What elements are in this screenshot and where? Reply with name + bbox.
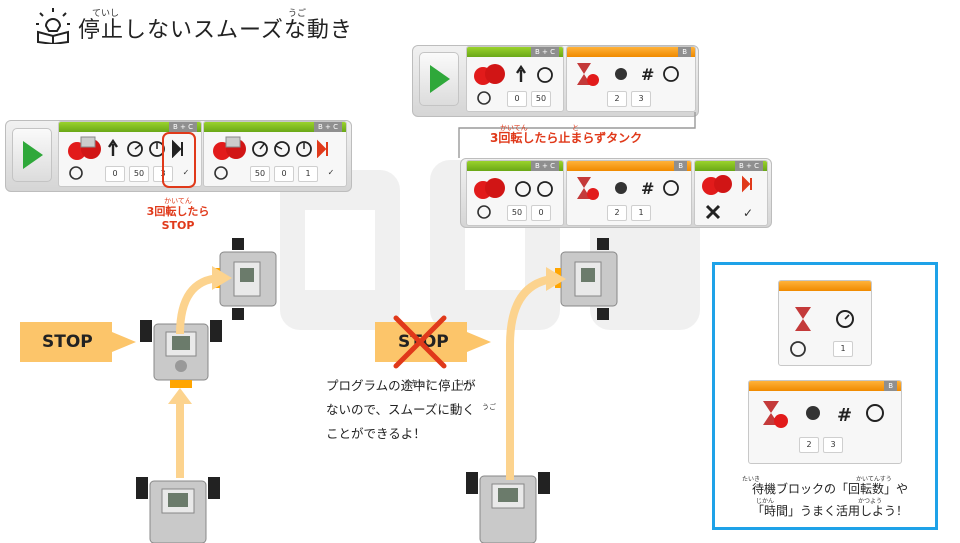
wait-rotation-block-2[interactable]: B # 2 1 <box>566 160 692 226</box>
stop-block-icons: ✓ <box>702 175 753 220</box>
brake-highlight-circle <box>162 132 196 188</box>
timer-mode-icon <box>790 341 806 357</box>
stop-move-block[interactable]: B + C ✓ <box>694 160 768 226</box>
wait-block-icons: # <box>577 63 679 86</box>
mode-rotations-icon <box>214 166 228 180</box>
start-block-right[interactable] <box>419 52 459 106</box>
mode-rotations-icon <box>69 166 83 180</box>
middle-explanation: とちゅう ていし うご プログラムの途中に停止が ないので、スムーズに動く こと… <box>326 378 496 441</box>
ruby-taiki: たいき <box>742 476 761 483</box>
compare-type-value[interactable]: 2 <box>607 205 627 221</box>
port-label: B + C <box>168 122 197 132</box>
play-icon <box>23 141 43 169</box>
check-icon[interactable]: ✓ <box>327 168 335 177</box>
tip-box <box>712 262 938 530</box>
steering-move-block-2[interactable]: B + C 50 0 1 ✓ <box>203 121 347 187</box>
rotations-value[interactable]: 1 <box>298 166 318 182</box>
power-value[interactable]: 50 <box>129 166 149 182</box>
block1-parameter-icons <box>108 138 183 158</box>
curve-arrow-right <box>506 267 566 480</box>
power-value[interactable]: 0 <box>274 166 294 182</box>
svg-text:#: # <box>641 179 654 198</box>
port-label: B + C <box>530 161 559 171</box>
lightbulb-book-icon <box>36 8 70 44</box>
threshold-value[interactable]: 3 <box>631 91 651 107</box>
page-title: 停止しないスムーズな動き <box>36 6 353 44</box>
wait-rotation-block-1[interactable]: B # 2 3 <box>566 46 696 112</box>
tank-move-block-2[interactable]: B + C 50 0 <box>466 160 564 226</box>
title-ruby-ugoki: うご <box>288 9 307 19</box>
right-power-value[interactable]: 0 <box>531 205 551 221</box>
left-power-value[interactable]: 50 <box>507 205 527 221</box>
wait-timer-icons <box>795 307 854 331</box>
robot-turned-right <box>555 238 618 320</box>
port-label: B + C <box>734 161 763 171</box>
wait-block-icons: # <box>763 401 884 428</box>
block2-parameter-icons <box>252 139 328 158</box>
right-note: かいてん と 3回転したら止まらずタンク <box>490 124 643 145</box>
motor-pair-icon <box>213 136 246 160</box>
turn-arrow-left <box>176 266 232 335</box>
title-ruby-teishi: ていし <box>92 9 120 19</box>
port-label: B <box>678 47 691 57</box>
ruby-jikan: じかん <box>756 498 775 505</box>
svg-text:✓: ✓ <box>743 206 753 220</box>
ruby-katsuyo: かつよう <box>858 498 883 505</box>
robot-middle-left <box>140 320 222 388</box>
stop-tag-right-shape <box>375 322 491 362</box>
wait-block-icons: # <box>577 177 679 200</box>
stop-tag-left-shape <box>20 322 136 362</box>
svg-text:#: # <box>641 65 654 84</box>
svg-text:#: # <box>837 405 852 426</box>
steering-value[interactable]: 0 <box>105 166 125 182</box>
wait-timer-block[interactable]: 1 <box>778 280 872 366</box>
title-text: 停止しないスムーズな動き <box>78 18 353 43</box>
tank-move-block-1[interactable]: B + C 0 50 <box>466 46 564 112</box>
left-note: かいてん 3回転したら STOP <box>146 197 210 232</box>
check-icon[interactable]: ✓ <box>182 168 190 177</box>
tank-params-icons <box>474 64 553 85</box>
port-label: B + C <box>530 47 559 57</box>
mode-on-icon <box>477 205 491 219</box>
program-wrap-connector <box>458 112 696 158</box>
start-block-left[interactable] <box>12 128 52 182</box>
right-power-value[interactable]: 50 <box>531 91 551 107</box>
compare-type-value[interactable]: 2 <box>799 437 819 453</box>
robot-bottom-left <box>136 477 220 543</box>
motor-pair-icon <box>68 136 101 160</box>
threshold-value[interactable]: 3 <box>823 437 843 453</box>
port-label: B <box>884 381 897 391</box>
steering-value[interactable]: 50 <box>250 166 270 182</box>
stop-label-left: STOP <box>42 332 93 352</box>
straight-arrow-left <box>168 388 192 478</box>
compare-type-value[interactable]: 2 <box>607 91 627 107</box>
left-power-value[interactable]: 0 <box>507 91 527 107</box>
seconds-value[interactable]: 1 <box>833 341 853 357</box>
tank-params-icons <box>474 178 553 199</box>
mode-on-icon <box>477 91 491 105</box>
wait-rotation-block-example[interactable]: B # 2 3 <box>748 380 902 464</box>
port-label: B <box>674 161 687 171</box>
cross-out-icon <box>393 315 447 369</box>
tip-caption: 待機ブロックの「回転数」や 「時間」うまく活用しよう！ <box>751 482 908 518</box>
ruby-kaitensu: かいてんすう <box>856 476 892 483</box>
threshold-value[interactable]: 1 <box>631 205 651 221</box>
play-icon <box>430 65 450 93</box>
port-label: B + C <box>313 122 342 132</box>
robot-bottom-right <box>466 472 550 543</box>
